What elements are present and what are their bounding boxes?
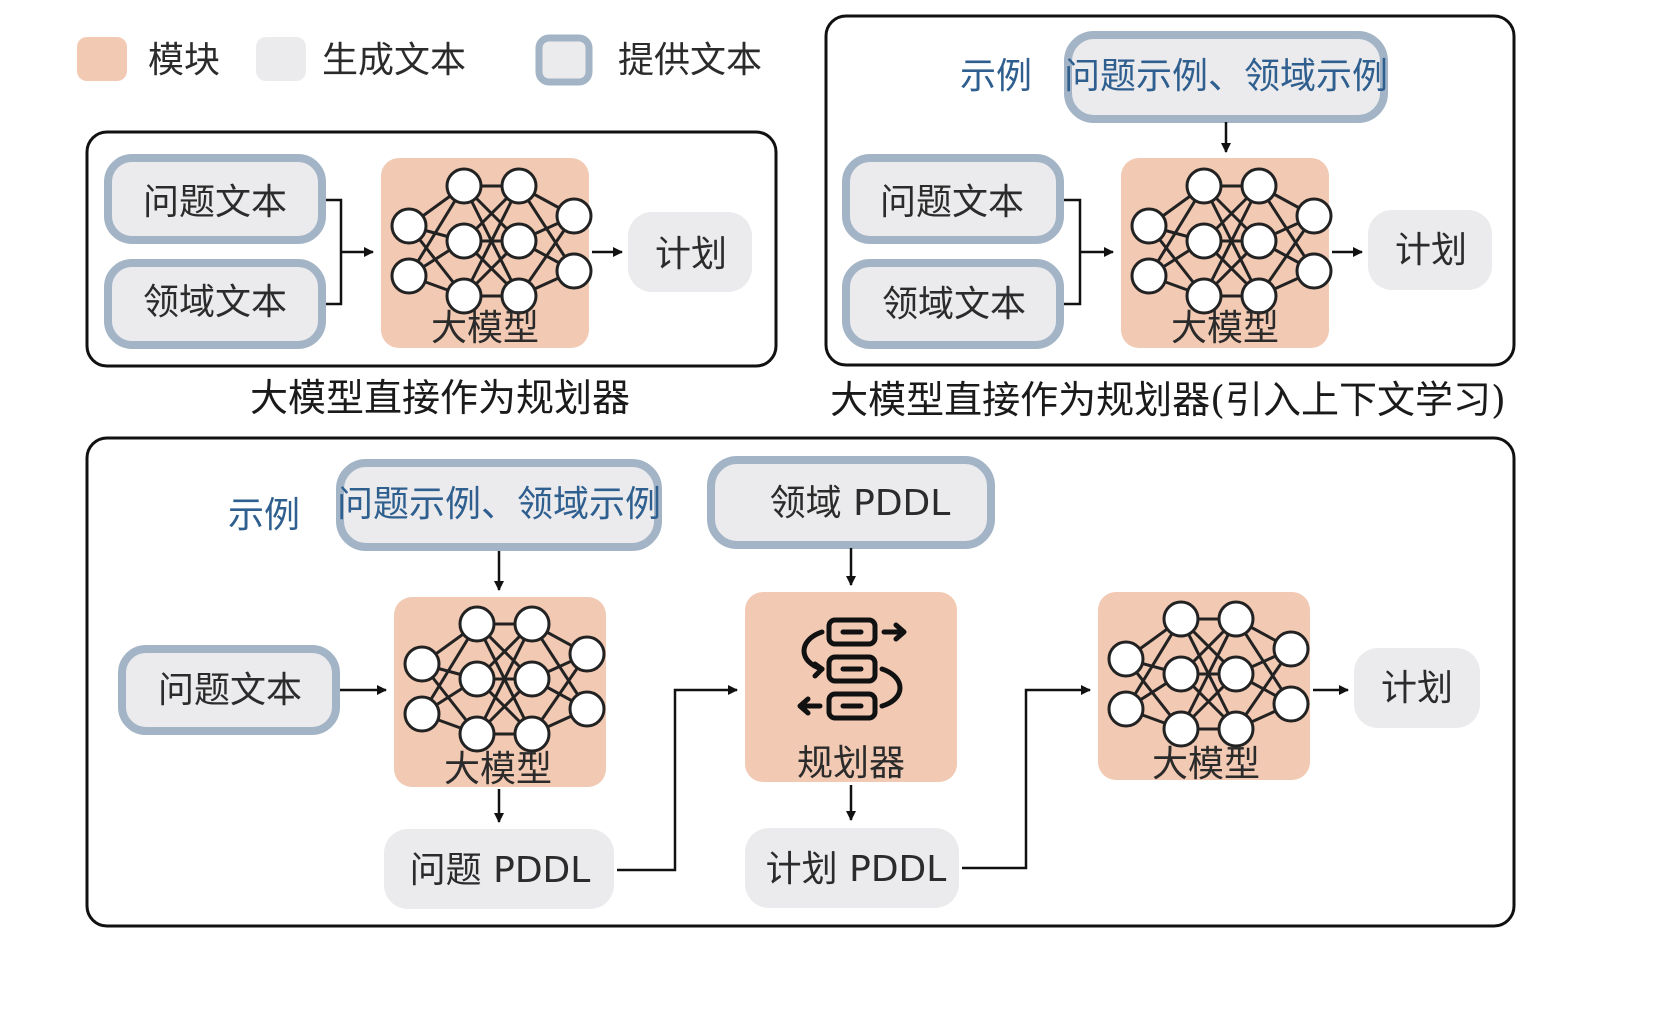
- panel-b-merge-connector: [1064, 198, 1113, 306]
- panel-a-domain-text-box: [104, 259, 326, 349]
- legend-generated-label: 生成文本: [322, 40, 466, 81]
- panel-c-examples-label: 示例: [228, 495, 300, 536]
- panel-a-llm-label: 大模型: [431, 308, 539, 349]
- panel-c-connector-plan-pddl-to-llm: [962, 685, 1091, 870]
- panel-b-plan: 计划: [1395, 230, 1467, 271]
- panel-a-problem-text-box: [104, 154, 326, 244]
- panel-c-problem-text: 问题文本: [158, 670, 302, 711]
- legend: 模块 生成文本 提供文本: [77, 34, 762, 86]
- panel-b-examples-box: [1064, 31, 1388, 123]
- panel-a-problem-text: 问题文本: [143, 182, 287, 223]
- panel-b-llm-label: 大模型: [1171, 308, 1279, 349]
- panel-llm-with-pddl-planner: 示例 问题示例、领域示例 领域 PDDL 问题文本 大模型 问题 PDDL: [85, 436, 1516, 928]
- legend-generated-swatch: [256, 37, 306, 81]
- panel-c-llm-2-label: 大模型: [1152, 744, 1260, 785]
- panel-c-planner-module: [745, 592, 957, 782]
- planner-icon: [797, 617, 907, 721]
- panel-c-problem-pddl: 问题 PDDL: [410, 850, 591, 891]
- legend-provided-swatch: [535, 34, 593, 86]
- panel-icl-planner: 示例 问题示例、领域示例 问题文本 领域文本 大模型 计划 大模型直接作为规划器…: [824, 14, 1516, 422]
- panel-c-problem-text-box: [118, 645, 340, 735]
- panel-direct-planner: 问题文本 领域文本 大模型 计划 大模型直接作为规划器: [85, 130, 778, 420]
- panel-c-planner-label: 规划器: [797, 743, 905, 784]
- panel-c-llm-1-label: 大模型: [444, 749, 552, 790]
- panel-a-frame: [85, 130, 778, 368]
- panel-a-merge-connector: [326, 198, 373, 306]
- panel-c-frame: [85, 436, 1516, 928]
- panel-b-problem-text: 问题文本: [880, 182, 1024, 223]
- panel-b-frame: [824, 14, 1516, 367]
- panel-c-connector-problem-pddl-to-planner: [617, 685, 738, 872]
- panel-c-examples: 问题示例、领域示例: [337, 484, 661, 525]
- legend-provided-label: 提供文本: [618, 40, 762, 81]
- panel-c-domain-pddl: 领域 PDDL: [770, 483, 951, 524]
- panel-b-problem-text-box: [842, 154, 1064, 244]
- panel-a-caption: 大模型直接作为规划器: [250, 376, 630, 420]
- panel-c-examples-box: [336, 459, 662, 551]
- panel-b-caption: 大模型直接作为规划器(引入上下文学习): [830, 378, 1506, 422]
- panel-a-domain-text: 领域文本: [143, 282, 287, 323]
- panel-c-plan-box: [1354, 648, 1480, 728]
- panel-b-examples: 问题示例、领域示例: [1064, 56, 1388, 97]
- panel-b-domain-text-box: [842, 259, 1064, 349]
- panel-b-domain-text: 领域文本: [882, 284, 1026, 325]
- panel-a-plan: 计划: [655, 234, 727, 275]
- legend-module-label: 模块: [148, 40, 220, 81]
- panel-c-plan: 计划: [1381, 668, 1453, 709]
- panel-c-plan-pddl: 计划 PDDL: [766, 849, 947, 890]
- panel-b-plan-box: [1368, 210, 1492, 290]
- panel-c-domain-pddl-box: [707, 456, 995, 549]
- panel-c-problem-pddl-box: [384, 829, 614, 909]
- panel-c-plan-pddl-box: [745, 828, 959, 908]
- panel-b-examples-label: 示例: [960, 56, 1032, 97]
- panel-a-plan-box: [628, 212, 752, 292]
- legend-module-swatch: [77, 37, 127, 81]
